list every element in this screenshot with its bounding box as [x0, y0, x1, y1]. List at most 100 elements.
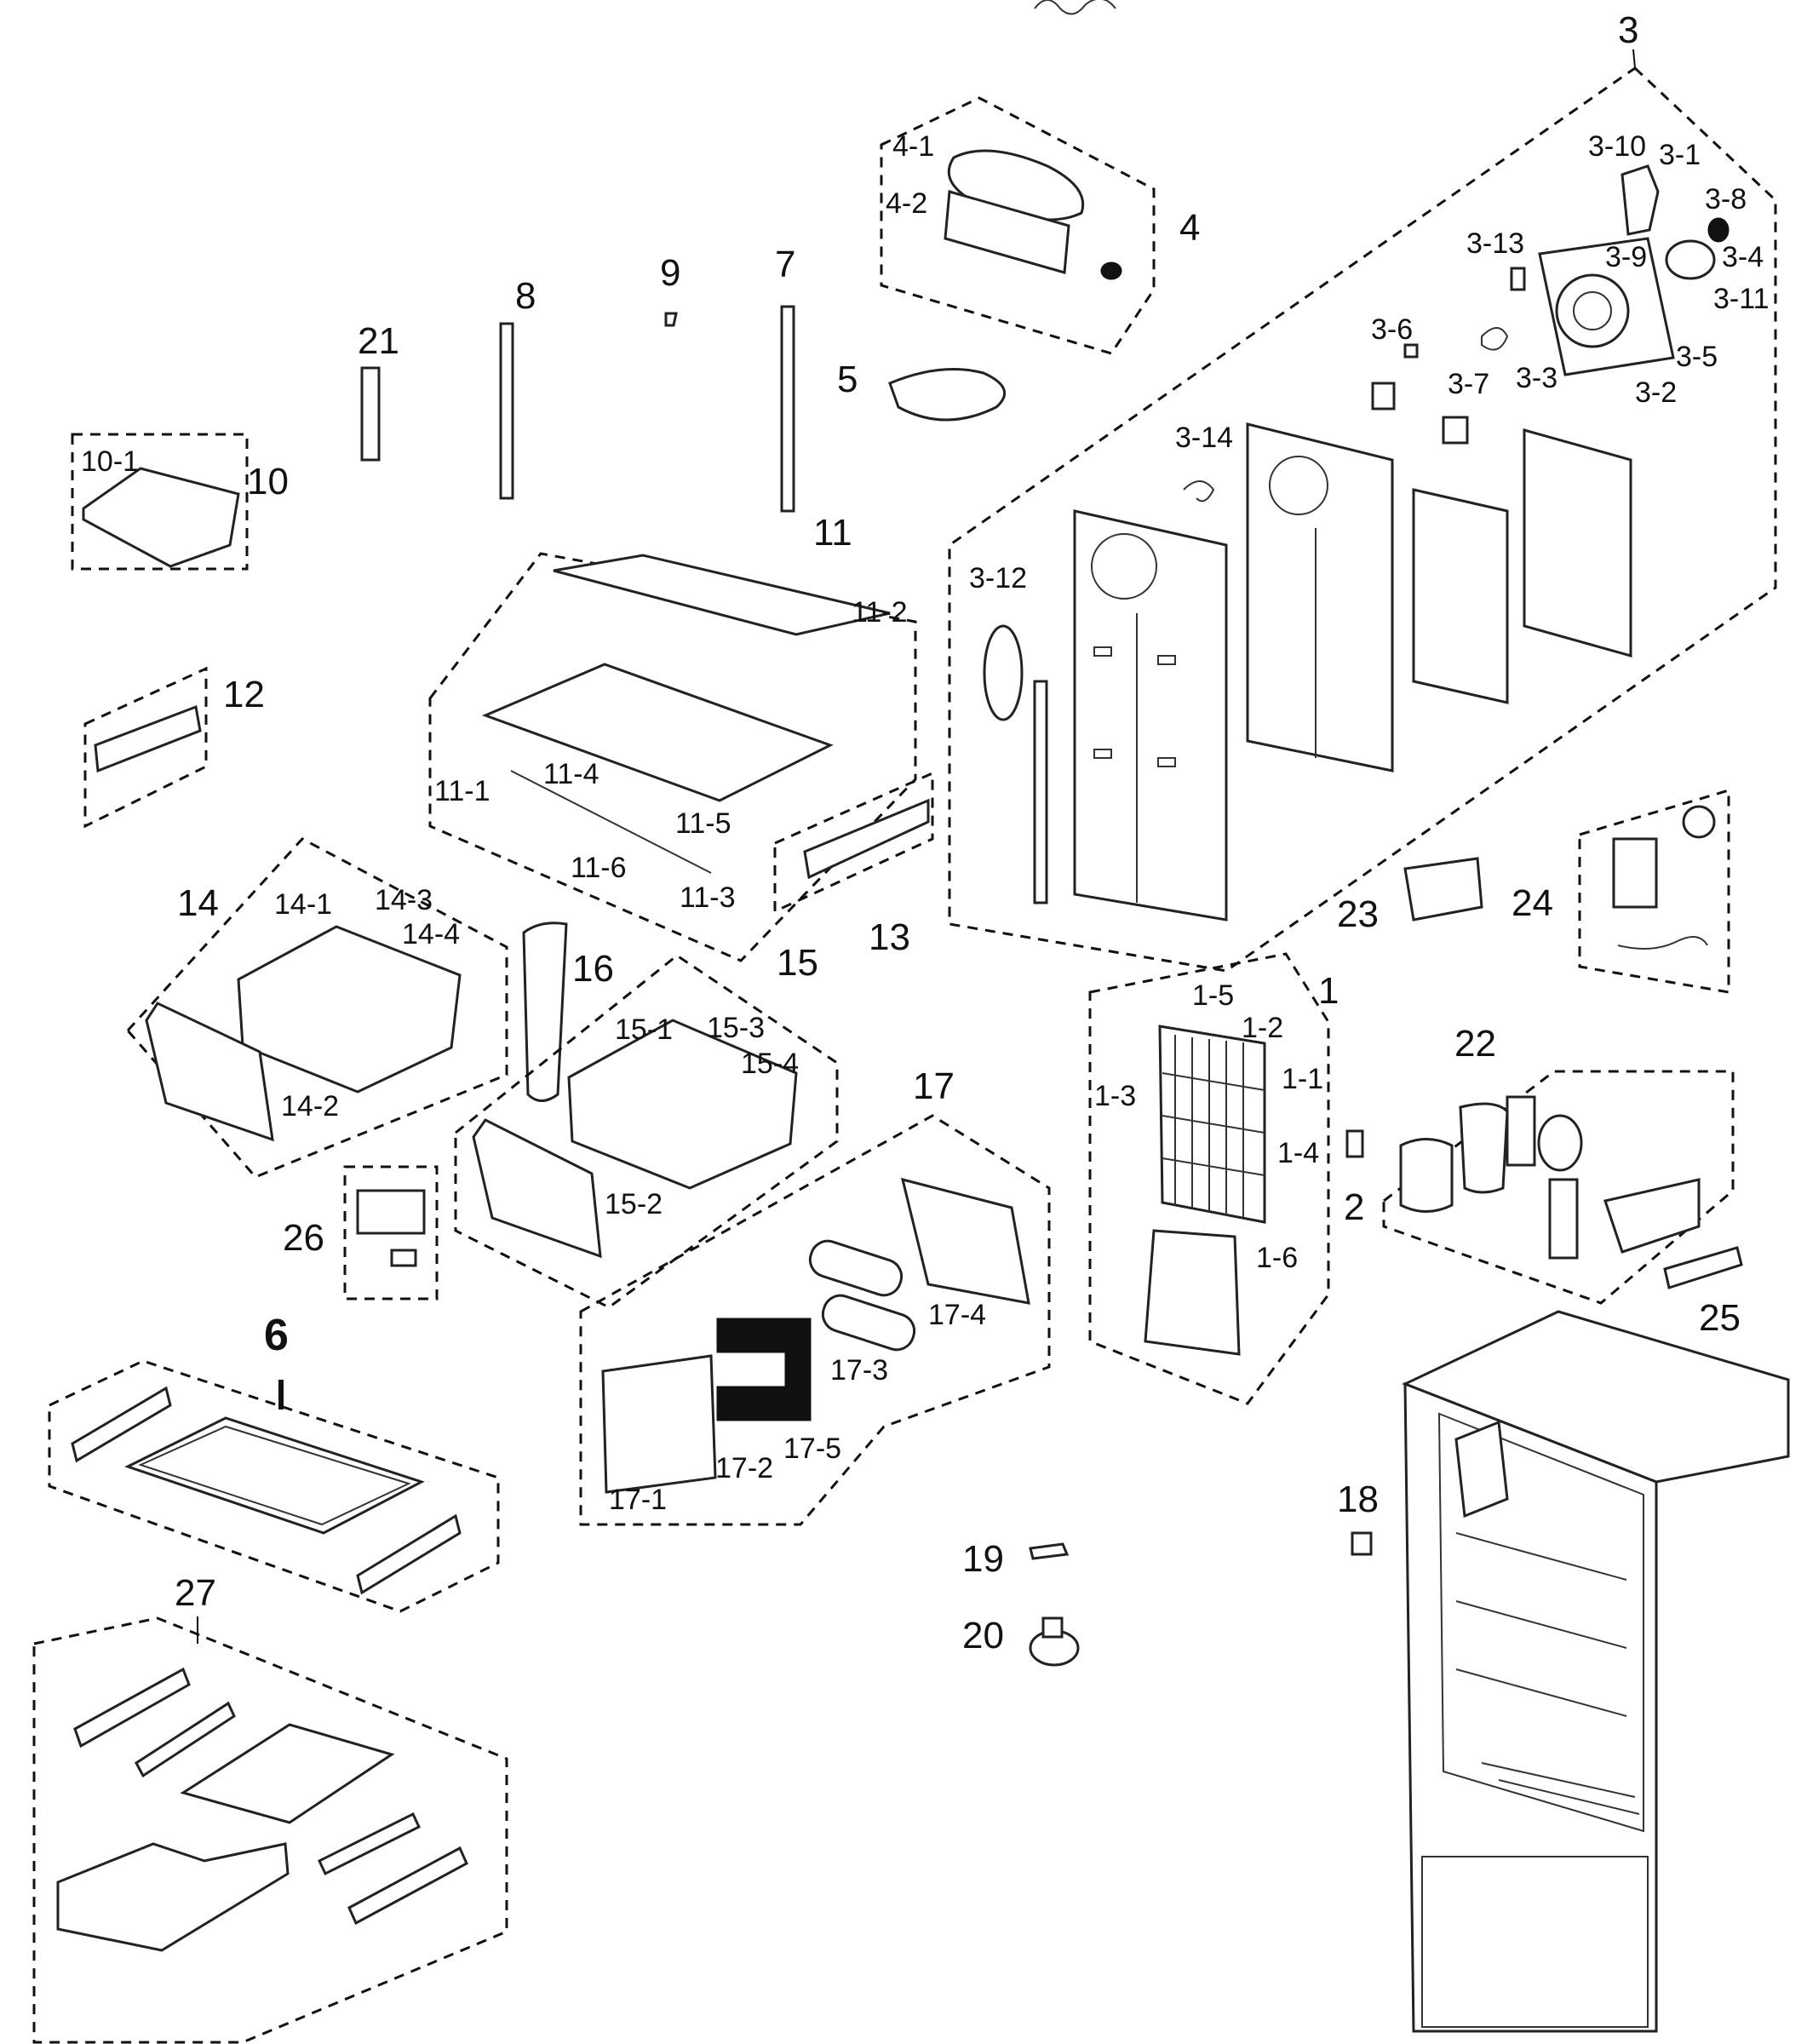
drawer-bin-part [56, 1842, 290, 1952]
part-label-s3_10: 3-10 [1588, 130, 1646, 163]
evaporator-cover-middle [1246, 422, 1394, 772]
part-label-s3_13: 3-13 [1466, 227, 1524, 260]
part-label-s11_6: 11-6 [571, 852, 627, 884]
part-label-s3_4: 3-4 [1722, 241, 1764, 273]
part-label-s1_1: 1-1 [1282, 1063, 1323, 1095]
bracket-part [94, 704, 202, 773]
part-5-duct: 5 [837, 359, 1006, 422]
part-label-p23: 23 [1337, 893, 1379, 935]
group-13-rail: 13 [773, 771, 934, 958]
top-cutoff-part [1034, 0, 1116, 15]
part-label-s17_2: 17-2 [715, 1452, 773, 1484]
part-label-label: 15 [777, 942, 818, 984]
fan-motor-part [1665, 239, 1716, 280]
part-label-label: 10 [247, 461, 289, 502]
shelf-rail-part [135, 1701, 236, 1778]
part-7-rail: 7 [775, 244, 795, 513]
glass-shelf-part [124, 1416, 425, 1535]
part-label-label: 6 [264, 1311, 289, 1360]
part-label-s1_3: 1-3 [1094, 1080, 1136, 1112]
part-label-s3_8: 3-8 [1705, 183, 1747, 215]
part-label-s3_6: 3-6 [1371, 313, 1413, 346]
evaporator-cover-back [1412, 488, 1509, 704]
filter-heater-part [716, 1318, 812, 1421]
part-label-p2: 2 [1344, 1186, 1364, 1228]
evaporator-cover-front [1073, 509, 1228, 922]
part-label-s11_1: 11-1 [434, 775, 490, 807]
part-label-label: 27 [175, 1572, 216, 1614]
part-label-p8: 8 [515, 275, 536, 317]
part-label-s14_2: 14-2 [281, 1090, 339, 1122]
part-label-s14_4: 14-4 [402, 918, 460, 950]
part-label-p18: 18 [1337, 1478, 1379, 1520]
part-label-s1_4: 1-4 [1277, 1137, 1319, 1169]
bracket-part [356, 1189, 426, 1235]
drain-pan-part [1144, 1229, 1241, 1356]
part-label-label: 17 [913, 1065, 955, 1107]
part-label-label: 12 [223, 674, 265, 715]
part-label-label: 1 [1318, 970, 1339, 1012]
rail-part [803, 798, 930, 880]
part-label-s3_3: 3-3 [1516, 362, 1557, 394]
part-label-s15_4: 15-4 [741, 1048, 799, 1080]
part-label-label: 26 [283, 1217, 324, 1259]
part-label-s17_5: 17-5 [783, 1433, 841, 1465]
group-1-evaporator: 1 1-5 1-2 1-1 1-3 1-4 1-6 [1088, 952, 1339, 1405]
part-label-s11_4: 11-4 [543, 758, 599, 790]
filter-housing-part [900, 1177, 1030, 1305]
part-label-label: 11 [813, 512, 852, 554]
part-9-clip: 9 [660, 252, 680, 327]
part-20-valve: 20 [962, 1615, 1080, 1667]
filter-cartridge-part [821, 1294, 916, 1352]
part-label-p5: 5 [837, 359, 858, 400]
part-label-s11_2: 11-2 [852, 596, 908, 629]
part-2-sensor: 2 [1344, 1129, 1364, 1228]
refrigerator-cabinet [1402, 1310, 1790, 2033]
group-6-glass-shelf: 6 [48, 1311, 500, 1613]
part-label-label: 24 [1512, 882, 1553, 924]
part-label-s17_1: 17-1 [609, 1484, 667, 1516]
part-label-s3_9: 3-9 [1605, 241, 1647, 273]
glass-panel-part [553, 554, 891, 636]
shelf-bracket-part [71, 1386, 172, 1463]
drawer-front-part [472, 1118, 602, 1259]
group-15-drawer: 15 15-1 15-3 15-4 15-2 [454, 942, 839, 1309]
gasket-ring-part [983, 624, 1024, 721]
group-24-control-assembly: 24 [1512, 788, 1730, 994]
shelf-bracket-part [356, 1513, 462, 1595]
part-label-s17_4: 17-4 [928, 1299, 986, 1331]
part-label-s3_7: 3-7 [1448, 368, 1489, 400]
part-label-p19: 19 [962, 1538, 1004, 1580]
drawer-front-part [145, 1002, 274, 1142]
part-label-s17_3: 17-3 [830, 1354, 888, 1387]
part-label-s3_2: 3-2 [1635, 376, 1677, 409]
part-label-s3_12: 3-12 [969, 562, 1027, 594]
control-board-part [1612, 837, 1658, 909]
group-14-drawer: 14 14-1 14-3 14-4 14-2 [125, 837, 508, 1179]
part-label-s14_3: 14-3 [375, 884, 433, 916]
part-label-s11_3: 11-3 [680, 881, 736, 914]
group-3-fan-assembly: 3 3-10 3-1 3-8 3-13 3-9 3-4 3-11 3-6 3-5… [948, 9, 1777, 973]
part-21-strip: 21 [358, 320, 399, 462]
group-17-filter-assembly: 17 17-4 17-3 17-5 17-2 17-1 [579, 1065, 1051, 1526]
glass-shelf-part [180, 1723, 395, 1824]
group-4-lamp-cover: 4 4-1 4-2 [880, 96, 1200, 355]
group-26-bracket: 26 [283, 1165, 439, 1300]
filter-cartridge-part [808, 1239, 904, 1297]
part-label-s14_1: 14-1 [274, 888, 332, 921]
group-27-drawer-shelf: 27 [32, 1572, 508, 2044]
part-label-s1_5: 1-5 [1192, 979, 1234, 1012]
part-label-label: 22 [1454, 1023, 1496, 1065]
part-label-p25: 25 [1699, 1297, 1741, 1339]
shelf-bracket-part [347, 1846, 468, 1926]
shelf-rail-part [318, 1811, 421, 1876]
dispenser-chute-part [1399, 1138, 1454, 1213]
group-12-bracket: 12 [83, 666, 265, 829]
group-11-crisper-cover: 11 11-2 11-1 11-4 11-5 11-6 11-3 [428, 512, 917, 962]
part-label-p16: 16 [572, 948, 614, 990]
group-3-label: 3 [1618, 9, 1638, 51]
part-label-s3_5: 3-5 [1676, 341, 1718, 373]
group-22-dispenser-assembly: 22 [1382, 1023, 1735, 1305]
part-label-s3_1: 3-1 [1659, 139, 1701, 171]
